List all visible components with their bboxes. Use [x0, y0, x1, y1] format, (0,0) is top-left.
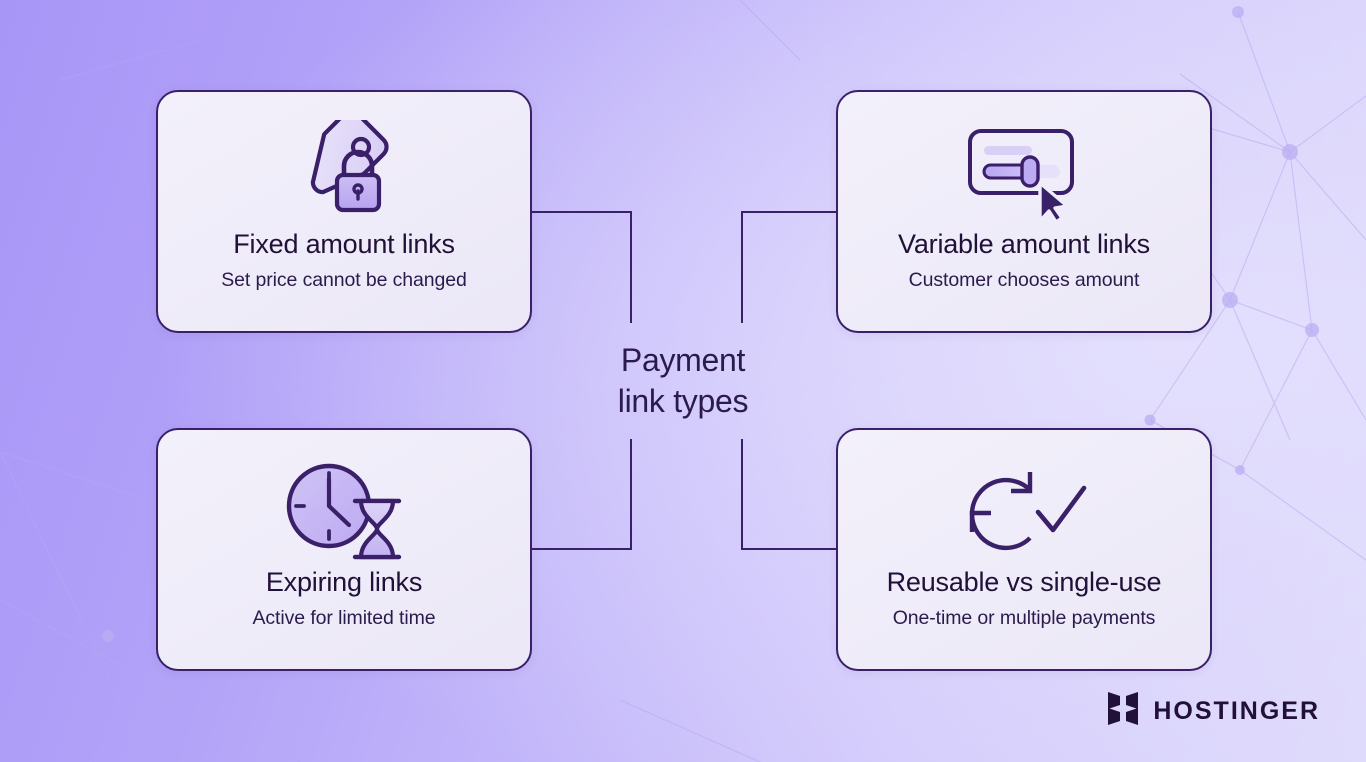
- connector-fixed: [531, 211, 632, 323]
- brand-lockup: HOSTINGER: [1106, 690, 1320, 732]
- card-subtitle: One-time or multiple payments: [892, 607, 1156, 630]
- card-reusable-vs-single-use[interactable]: Reusable vs single-use One-time or multi…: [836, 428, 1212, 671]
- center-title: Payment link types: [617, 342, 749, 419]
- card-subtitle: Set price cannot be changed: [221, 269, 467, 292]
- card-subtitle: Active for limited time: [252, 607, 436, 630]
- connector-reusable: [741, 439, 837, 550]
- card-expiring-links[interactable]: Expiring links Active for limited time: [156, 428, 532, 671]
- connector-variable: [741, 211, 837, 323]
- refresh-check-icon: [956, 456, 1092, 561]
- clock-hourglass-icon: [281, 456, 407, 561]
- card-fixed-amount-links[interactable]: Fixed amount links Set price cannot be c…: [156, 90, 532, 333]
- slider-cursor-icon: [962, 118, 1086, 223]
- tag-lock-icon: [286, 118, 402, 223]
- card-variable-amount-links[interactable]: Variable amount links Customer chooses a…: [836, 90, 1212, 333]
- connector-expiring: [531, 439, 632, 550]
- card-title: Expiring links: [265, 567, 423, 597]
- brand-wordmark: HOSTINGER: [1153, 696, 1320, 725]
- hostinger-h-logo: [1106, 690, 1140, 732]
- card-title: Variable amount links: [898, 229, 1150, 259]
- card-title: Reusable vs single-use: [886, 567, 1162, 597]
- card-title: Fixed amount links: [233, 229, 455, 259]
- card-subtitle: Customer chooses amount: [908, 269, 1140, 292]
